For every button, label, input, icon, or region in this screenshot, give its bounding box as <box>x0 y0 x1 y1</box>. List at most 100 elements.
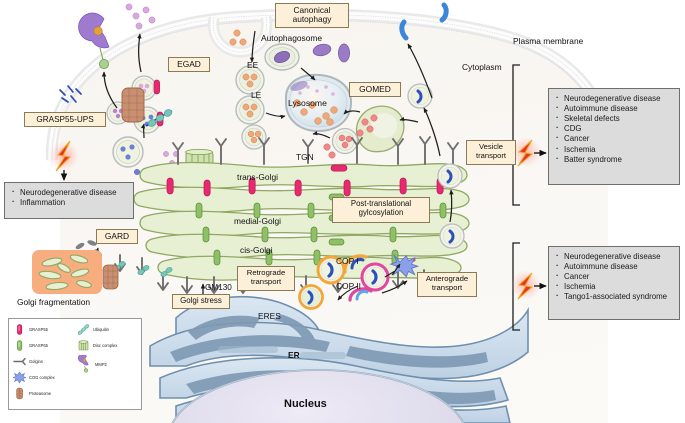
legend-label: GRASP65 <box>29 343 48 348</box>
legend-label: Ubiquitin <box>93 327 109 332</box>
legend-panel: GRASP55 GRASP65 Gol <box>8 318 142 410</box>
proteasome-barrel <box>121 87 145 123</box>
label-golgi-fragmentation: Golgi fragmentation <box>17 297 91 307</box>
label-medial-golgi: medial-Golgi <box>234 216 282 226</box>
label-late-endosome: LE <box>251 90 262 100</box>
cop2-coat-bud <box>348 287 373 302</box>
legend-label: Disc complex <box>93 343 118 348</box>
arrow-pm-to-ee <box>249 30 256 63</box>
legend-label: Golgins <box>29 359 43 364</box>
mmp2-secreted-molecule <box>78 12 110 70</box>
proteasome-icon <box>13 387 26 400</box>
legend-item-grasp55: GRASP55 <box>13 323 48 336</box>
cargo-mitochondria <box>312 43 350 63</box>
process-box-vesicle-transport[interactable]: Vesicle transport <box>466 140 516 165</box>
cop1-vesicles <box>298 254 368 310</box>
arrow-to-cog <box>391 263 401 276</box>
arrow-cop1-retrograde <box>337 285 359 301</box>
arrow-gomed-to-vesicle <box>343 109 361 115</box>
transport-vesicle <box>439 223 465 249</box>
process-box-label-line1: Post-translational <box>350 199 412 208</box>
disease-item: CDG <box>556 123 672 134</box>
legend-item-cog-complex: COG complex <box>12 371 55 384</box>
gomed-pathway <box>312 105 419 159</box>
lightning-icon <box>55 140 72 172</box>
arrow-golgi-to-gomed <box>399 116 419 123</box>
autophagosome-group <box>235 30 353 150</box>
process-box-anterograde-transport[interactable]: Anterograde transport <box>417 272 477 297</box>
process-box-egad[interactable]: EGAD <box>168 57 210 72</box>
process-box-label: EGAD <box>177 59 201 69</box>
cog-complex <box>389 254 420 278</box>
cop2-vesicles <box>348 258 416 302</box>
disease-item: Neurodegenerative disease <box>12 187 126 198</box>
label-lysosome: Lysosome <box>288 98 327 108</box>
legend-label: GRASP55 <box>29 327 48 332</box>
arrow-cargo-release <box>137 33 142 73</box>
process-box-label-line1: Canonical <box>293 5 331 15</box>
ups-vesicle <box>112 136 144 168</box>
cop2-cargo <box>355 289 369 301</box>
disease-item: Batter syndrome <box>556 154 672 165</box>
process-box-golgi-stress[interactable]: Golgi stress <box>172 294 230 309</box>
arrow-vesicle-up-2 <box>423 107 441 157</box>
disease-item: Neurodegenerative disease <box>556 93 672 104</box>
arrow-le-to-lysosome <box>265 112 286 119</box>
cog-complex-icon <box>12 371 27 384</box>
process-box-grasp55-ups[interactable]: GRASP55-UPS <box>24 112 106 127</box>
process-box-canonical-autophagy[interactable]: Canonical autophagy <box>275 3 349 28</box>
disease-item: Ischemia <box>556 281 672 292</box>
engulfed-cargo <box>290 80 308 92</box>
process-box-label: GARD <box>104 231 130 241</box>
arrow-vesicle-up-1 <box>449 189 454 223</box>
legend-item-grasp65: GRASP65 <box>13 339 48 352</box>
process-box-post-translational-glycosylation[interactable]: Post-translational gylcosylation <box>332 197 430 223</box>
label-autophagosome: Autophagosome <box>261 33 322 43</box>
lightning-icon <box>517 272 534 300</box>
disease-item: Inflammation <box>12 197 126 208</box>
process-box-label-line1: Vesicle <box>478 142 504 151</box>
arrow-autophagosome-to-lysosome <box>300 67 316 81</box>
label-gm130: GM130 <box>205 283 232 292</box>
disease-box-right-bottom: Neurodegenerative disease Autoimmune dis… <box>548 246 680 320</box>
process-box-label: GOMED <box>359 84 391 94</box>
process-box-label: Golgi stress <box>180 296 222 305</box>
lysosome <box>285 73 353 133</box>
vesicle-transport-chain <box>399 2 465 249</box>
process-box-label-line1: Anterograde <box>425 274 469 283</box>
process-box-gomed[interactable]: GOMED <box>349 82 401 97</box>
process-box-gard[interactable]: GARD <box>96 229 138 244</box>
legend-label: Proteasome <box>29 391 52 396</box>
process-box-label: GRASP55-UPS <box>36 115 94 124</box>
disease-item: Skeletal defects <box>556 113 672 124</box>
disease-item: Tango1-associated syndrome <box>556 291 672 302</box>
lysosomal-degradation-products <box>298 85 335 96</box>
lightning-icon <box>517 139 534 167</box>
grasp55-icon <box>13 323 26 336</box>
legend-item-ubiquitin: Ubiquitin <box>77 323 109 336</box>
plasma-membrane-bilayer <box>45 8 618 167</box>
arrow-eres-to-golgi <box>381 280 408 294</box>
disease-list: Neurodegenerative disease Inflammation <box>12 187 126 208</box>
gomed-released-cargo <box>323 114 378 159</box>
label-tgn: TGN <box>296 152 314 162</box>
bracket-top <box>512 64 520 206</box>
ubiquitin-chain-blue <box>59 85 82 103</box>
disease-item: Ischemia <box>556 144 672 155</box>
transport-vesicle <box>437 163 463 189</box>
process-box-label-line1: Retrograde <box>246 268 286 277</box>
gomed-vesicle <box>331 127 359 155</box>
disease-item: Autoimmune disease <box>556 103 672 114</box>
cop2-vesicle <box>360 262 390 292</box>
label-eres: ERES <box>258 311 281 321</box>
gard-proteasome <box>102 264 119 290</box>
disease-list: Neurodegenerative disease Autoimmune dis… <box>556 93 672 165</box>
mmp2-icon <box>77 353 92 373</box>
golgins-icon <box>13 355 26 368</box>
label-nucleus: Nucleus <box>284 398 327 410</box>
arrow-vesicle-to-pm <box>407 43 433 99</box>
disease-box-left: Neurodegenerative disease Inflammation <box>4 182 134 219</box>
disc-complex-icon <box>77 339 90 352</box>
legend-item-golgins: Golgins <box>13 355 43 368</box>
process-box-retrograde-transport[interactable]: Retrograde transport <box>237 266 295 291</box>
